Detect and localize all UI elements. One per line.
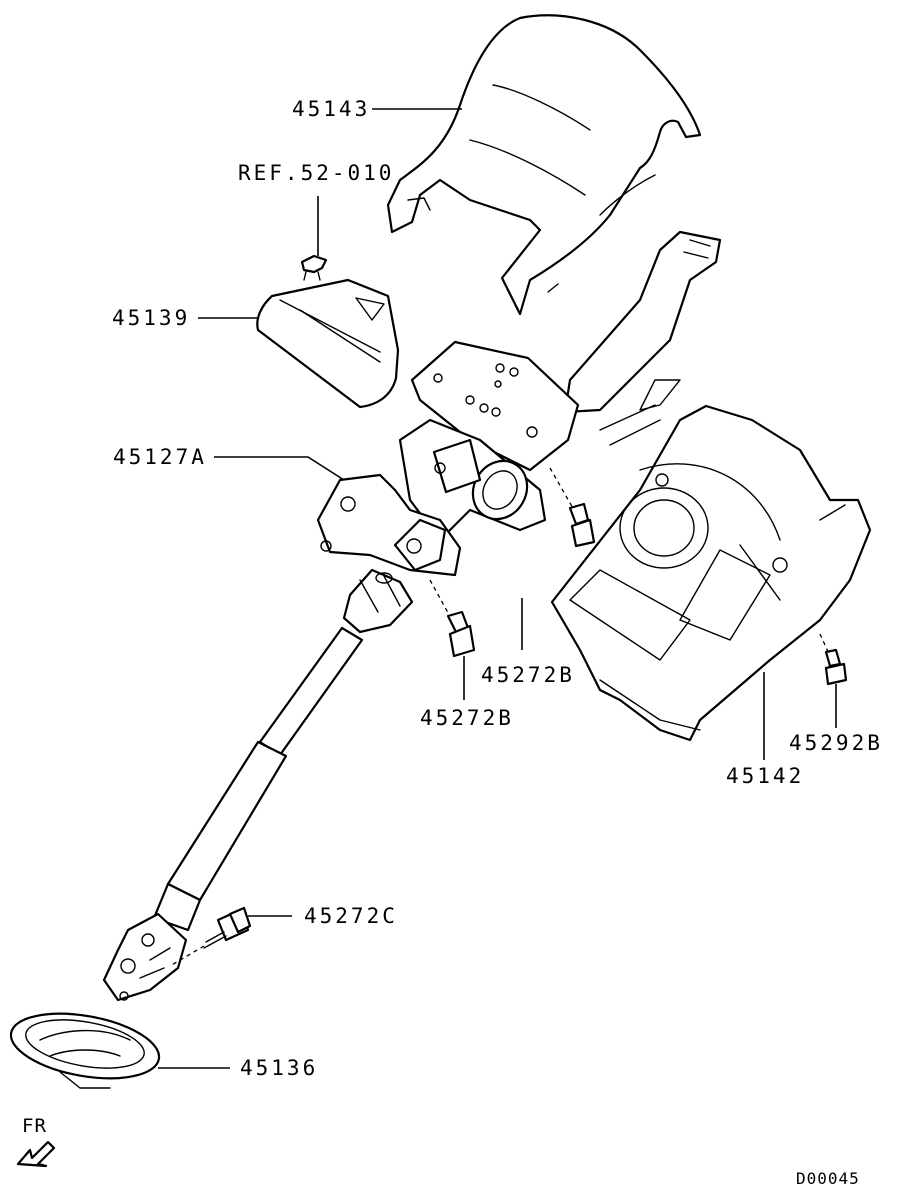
callout-45127a: 45127A xyxy=(113,445,207,469)
column-bracket xyxy=(316,473,462,577)
callout-45136: 45136 xyxy=(240,1056,319,1080)
callout-45143: 45143 xyxy=(292,97,371,121)
column-boot xyxy=(9,1012,161,1089)
upper-column-cover xyxy=(386,14,702,316)
drawing-code: D00045 xyxy=(796,1169,860,1187)
bolt-45272b-left xyxy=(429,579,476,700)
callout-45272b-right: 45272B xyxy=(481,663,575,687)
intermediate-shaft xyxy=(152,626,364,932)
lower-universal-joint xyxy=(102,912,188,1002)
leader-lines xyxy=(158,108,765,1069)
bolt-45272c xyxy=(169,906,252,967)
callout-ref-52-010: REF.52-010 xyxy=(238,161,395,185)
front-direction-label: FR xyxy=(22,1115,47,1137)
callout-45272b-left: 45272B xyxy=(420,706,514,730)
steering-column-upper xyxy=(398,230,722,542)
callout-45272c: 45272C xyxy=(304,904,398,928)
lower-column-cover xyxy=(550,404,872,742)
callout-45142: 45142 xyxy=(726,764,805,788)
front-direction-arrow-icon xyxy=(16,1140,56,1168)
ref-clip xyxy=(300,254,328,281)
upper-universal-joint xyxy=(342,568,414,634)
bolt-45292b xyxy=(819,633,848,728)
callout-45139: 45139 xyxy=(112,306,191,330)
bolt-45272b-right xyxy=(521,467,596,650)
bracket-cover xyxy=(256,278,400,409)
callout-45292b: 45292B xyxy=(789,731,883,755)
